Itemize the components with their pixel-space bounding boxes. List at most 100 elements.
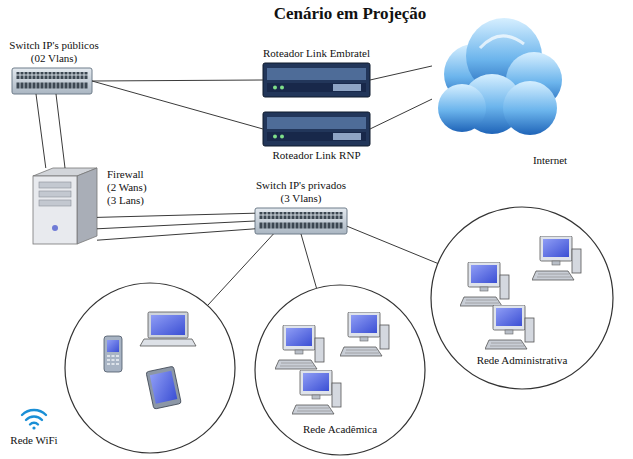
switch-box: Switch IP's públicos (02 Vlans) — [12, 68, 92, 94]
phone-icon-part-part — [112, 355, 115, 357]
router-icon — [263, 112, 370, 146]
wifi-symbol-part — [26, 417, 42, 420]
computers — [460, 236, 581, 349]
router-icon-part — [273, 86, 277, 90]
node-label: Switch IP's públicos (02 Vlans) — [4, 39, 104, 65]
cloud-icon-part-part — [503, 81, 557, 135]
cloud-icon-part — [480, 36, 524, 48]
cloud-box: Internet — [432, 8, 564, 146]
router-icon-part — [267, 83, 366, 92]
server-icon-part — [39, 191, 71, 197]
diagram-title: Cenário em Projeção — [274, 4, 427, 24]
phone-icon-part-part — [112, 363, 115, 365]
node-text: Rede WiFi — [10, 434, 57, 447]
network-circle: Rede WiFi — [64, 282, 236, 454]
wifi-symbol-part — [32, 426, 35, 429]
cloud-icon-part-part — [438, 84, 486, 132]
switch-icon-part — [255, 208, 347, 234]
router-icon-part — [280, 86, 284, 90]
phone-icon — [104, 336, 122, 372]
computer-icon — [532, 236, 581, 280]
firewall-box: Firewall (2 Wans) (3 Lans) — [33, 168, 97, 244]
phone-icon-part-part — [107, 359, 110, 361]
network-link — [92, 81, 263, 129]
tablet-icon-part — [150, 371, 178, 404]
node-label: Rede Administrativa — [477, 354, 568, 367]
computer-icon — [340, 312, 389, 356]
router-box: Roteador Link Embratel — [263, 63, 370, 97]
router-icon-part — [267, 117, 366, 129]
switch-icon-part — [16, 82, 88, 89]
phone-icon-part-part — [116, 355, 119, 357]
switch-icon-part — [259, 212, 343, 219]
tablet-icon — [146, 366, 181, 409]
phone-icon-part-part — [107, 363, 110, 365]
network-circle: Rede Administrativa — [430, 206, 614, 390]
server-icon-part — [39, 200, 71, 206]
router-icon-part — [267, 132, 366, 141]
server-icon-part — [39, 182, 71, 188]
network-link — [97, 213, 255, 217]
network-link — [97, 221, 255, 229]
switch-box: Switch IP's privados (3 Vlans) — [255, 208, 347, 234]
network-circle: Rede Acadêmica — [254, 284, 426, 456]
wifi-symbol — [22, 410, 46, 430]
node-label: Firewall (2 Wans) (3 Lans) — [107, 168, 153, 207]
switch-icon — [12, 68, 92, 94]
network-link — [36, 94, 46, 168]
server-icon-part — [52, 225, 58, 231]
laptop-icon-part — [151, 315, 185, 335]
node-text: Firewall (2 Wans) (3 Lans) — [107, 168, 153, 207]
phone-icon-part-part — [116, 359, 119, 361]
phone-icon-part-part — [116, 363, 119, 365]
node-label: Internet — [533, 154, 567, 167]
network-link — [92, 80, 263, 81]
node-text: Roteador Link Embratel — [263, 47, 370, 60]
cloud-icon-part-part — [503, 81, 557, 135]
cloud-icon-part — [438, 18, 562, 135]
node-text: Rede Administrativa — [477, 354, 568, 367]
network-link — [301, 234, 317, 288]
laptop-icon-part — [140, 339, 196, 346]
computer-icon — [485, 305, 534, 349]
server-icon-part — [77, 168, 97, 244]
laptop-icon-part — [148, 312, 188, 338]
wifi-devices — [104, 312, 196, 409]
tablet-icon-part — [146, 366, 181, 409]
circle-outline — [64, 282, 236, 454]
switch-icon-part — [259, 222, 343, 229]
network-link — [370, 66, 432, 80]
cloud-icon-part — [438, 18, 562, 135]
router-icon — [263, 63, 370, 97]
node-label: Switch IP's privados (3 Vlans) — [253, 179, 349, 205]
server-icon-part — [33, 176, 77, 244]
network-link — [347, 226, 438, 263]
router-icon-part — [263, 63, 370, 97]
router-icon-part — [263, 112, 370, 146]
phone-icon-part — [104, 336, 122, 372]
router-icon-part — [280, 135, 284, 139]
wifi-symbol-part — [22, 410, 46, 415]
computer-icon — [460, 262, 509, 306]
circle-outline — [255, 285, 425, 455]
network-link — [208, 234, 274, 305]
node-text: Rede Acadêmica — [303, 423, 377, 436]
computers — [275, 312, 389, 414]
cloud-icon-part-part — [438, 84, 486, 132]
server-icon — [33, 168, 97, 244]
router-box: Roteador Link RNP — [263, 112, 370, 146]
node-text: Switch IP's privados (3 Vlans) — [253, 179, 349, 205]
circle-outline — [65, 283, 235, 453]
title-text: Cenário em Projeção — [274, 4, 427, 23]
cloud-icon — [438, 18, 562, 135]
switch-icon-part — [16, 72, 88, 79]
phone-icon-part — [107, 340, 119, 352]
circle-outline — [431, 207, 613, 389]
node-text: Switch IP's públicos (02 Vlans) — [4, 39, 104, 65]
node-label: Rede WiFi — [10, 434, 57, 447]
node-label: Roteador Link RNP — [273, 149, 361, 162]
